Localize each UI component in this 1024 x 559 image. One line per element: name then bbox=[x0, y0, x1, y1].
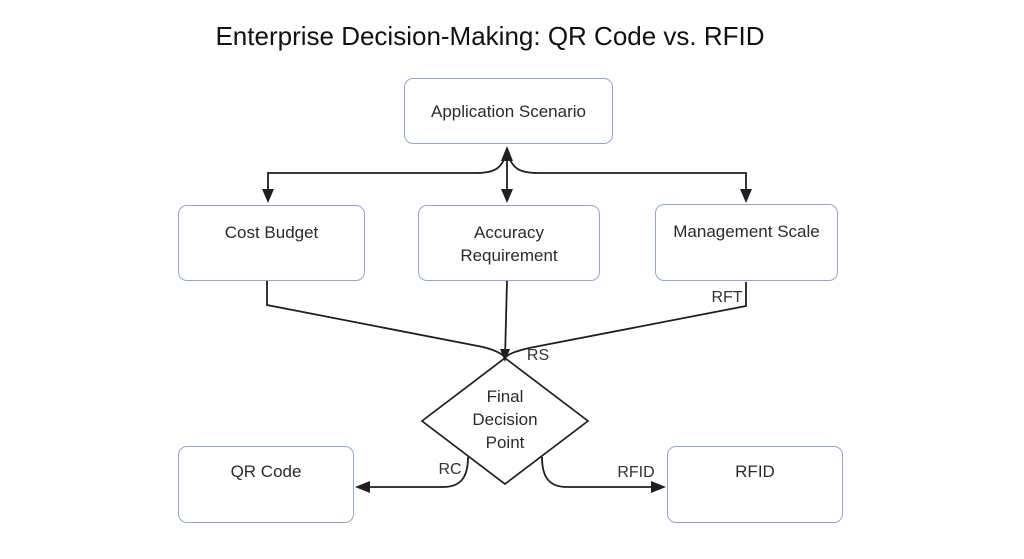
node-qr-code-label: QR Code bbox=[230, 462, 302, 481]
edge-decision-to-rfid bbox=[541, 456, 651, 488]
edge-label-rft: RFT bbox=[711, 289, 743, 306]
arrowhead-down-cost bbox=[262, 189, 274, 203]
edge-decision-to-qr bbox=[370, 456, 469, 488]
node-accuracy-requirement: Accuracy Requirement bbox=[418, 205, 600, 281]
node-rfid-label: RFID bbox=[735, 462, 775, 481]
node-management-scale: Management Scale bbox=[655, 204, 838, 281]
edge-label-rs: RS bbox=[526, 347, 550, 364]
node-final-decision-point: Final Decision Point bbox=[415, 385, 595, 454]
node-qr-code: QR Code bbox=[178, 446, 354, 523]
arrowhead-left-qr bbox=[355, 481, 370, 493]
edge-label-rc: RC bbox=[438, 461, 462, 478]
arrowhead-down-management bbox=[740, 189, 752, 203]
diagram-title: Enterprise Decision-Making: QR Code vs. … bbox=[215, 21, 765, 51]
node-application-scenario-label: Application Scenario bbox=[431, 101, 586, 121]
node-final-decision-line2: Decision bbox=[472, 410, 538, 429]
arrowhead-into-decision bbox=[500, 349, 510, 362]
node-application-scenario: Application Scenario bbox=[404, 78, 613, 144]
node-final-decision-line1: Final bbox=[486, 387, 524, 406]
node-final-decision-line3: Point bbox=[485, 433, 525, 452]
node-management-scale-label: Management Scale bbox=[673, 222, 820, 241]
edge-app-to-cost bbox=[267, 151, 508, 189]
decision-diamond-shape bbox=[420, 356, 590, 486]
edge-cost-to-decision bbox=[266, 281, 506, 359]
node-accuracy-requirement-line1: Accuracy bbox=[474, 223, 544, 242]
edge-accuracy-to-decision bbox=[504, 280, 508, 359]
arrowhead-right-rfid bbox=[651, 481, 666, 493]
node-accuracy-requirement-line2: Requirement bbox=[460, 246, 558, 265]
edge-label-rfid: RFID bbox=[617, 464, 655, 481]
node-cost-budget: Cost Budget bbox=[178, 205, 365, 281]
arrowhead-down-accuracy bbox=[501, 189, 513, 203]
edge-app-to-management bbox=[506, 151, 747, 189]
node-rfid: RFID bbox=[667, 446, 843, 523]
node-cost-budget-label: Cost Budget bbox=[224, 223, 319, 242]
